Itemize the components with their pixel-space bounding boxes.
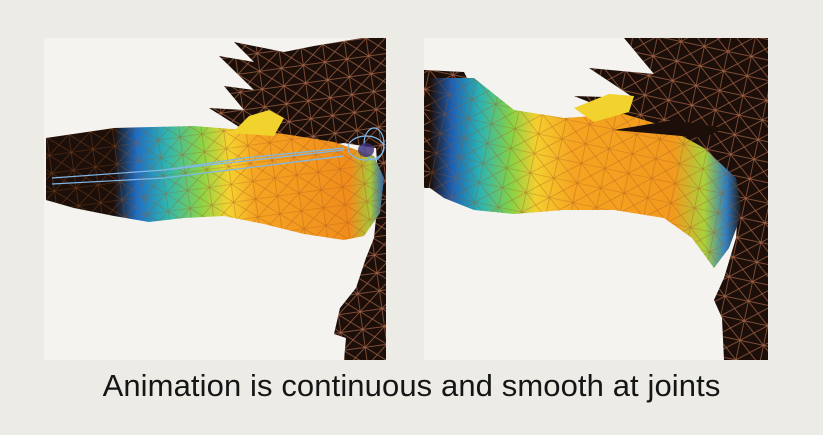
left-mesh-illustration bbox=[46, 38, 386, 360]
left-mesh-panel bbox=[44, 38, 386, 360]
shoulder-highlight bbox=[232, 110, 284, 136]
skeleton-overlay bbox=[51, 127, 385, 185]
right-mesh-panel bbox=[424, 38, 768, 360]
arm-wireframe bbox=[46, 126, 384, 240]
right-mesh-illustration bbox=[424, 38, 768, 360]
arm-wireframe bbox=[430, 78, 742, 268]
wing-tip bbox=[614, 120, 724, 138]
joint-marker bbox=[358, 143, 374, 157]
shoulder-highlight bbox=[574, 94, 634, 122]
slide-caption: Animation is continuous and smooth at jo… bbox=[102, 368, 721, 403]
